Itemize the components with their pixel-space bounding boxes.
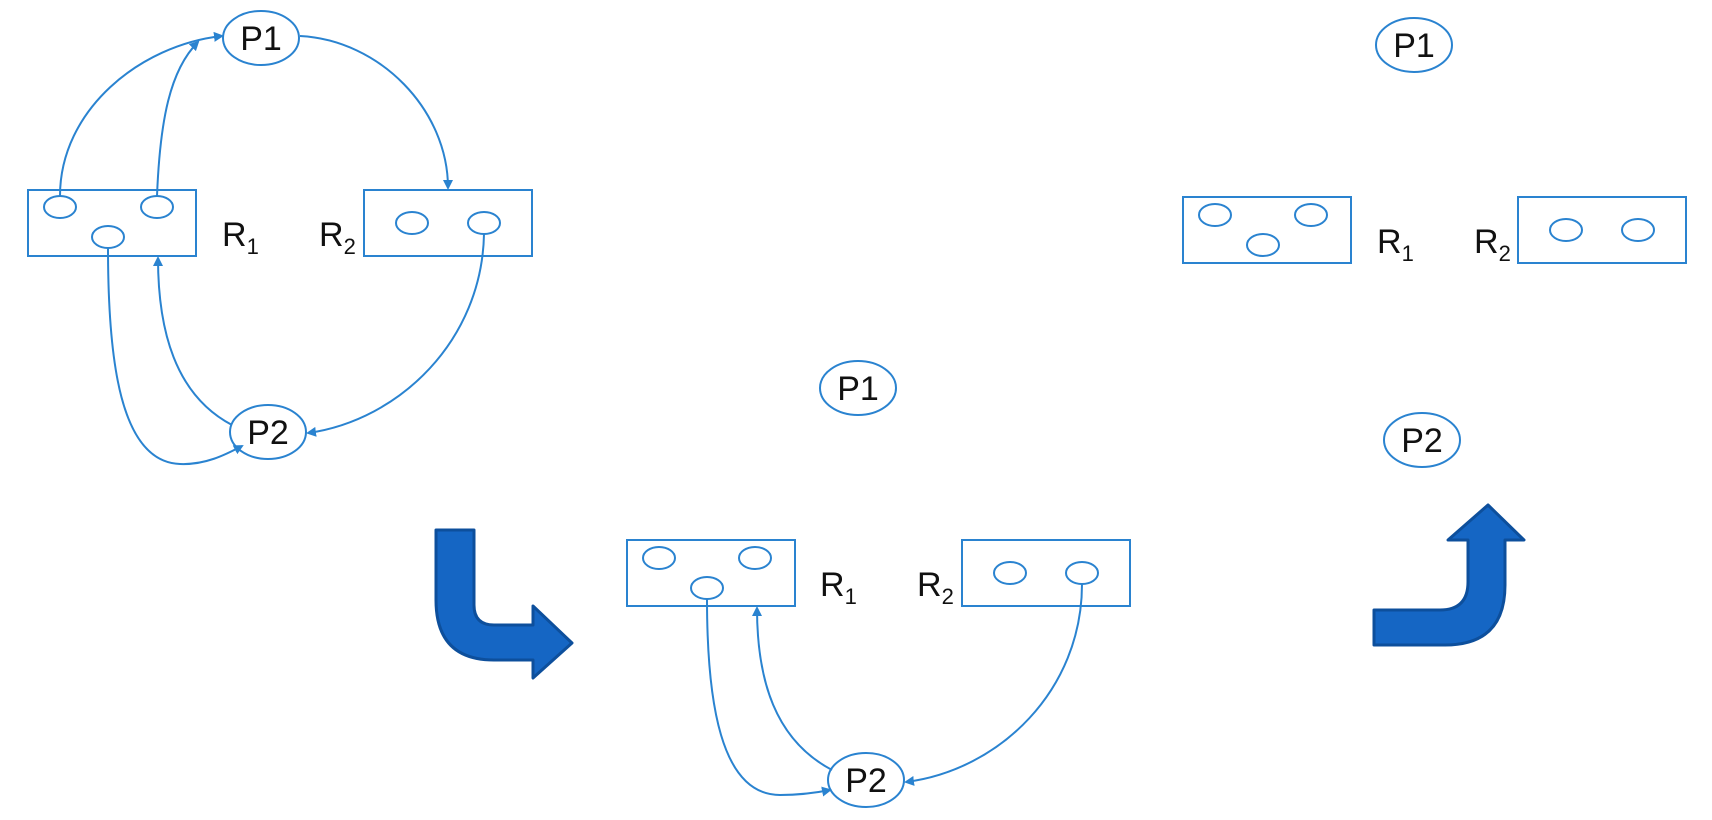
stage-1-r2-instance	[395, 211, 429, 235]
stage-2-r2-instance	[993, 561, 1027, 585]
stage-2-r1-instance	[690, 576, 724, 600]
stage-2-edge-r1-to-p2	[706, 598, 832, 797]
stage-3-resource-r2	[1517, 196, 1687, 264]
stage-2-p1-label: P1	[837, 370, 879, 408]
stage-1-process-p1: P1	[222, 10, 300, 66]
stage-1-r2-instance	[467, 211, 501, 235]
stage-3-r2-instance	[1621, 218, 1655, 242]
stage-3-r1-label: R1	[1377, 223, 1414, 266]
stage-3-r2-instance	[1549, 218, 1583, 242]
stage-2-resource-r2	[961, 539, 1131, 607]
stage-1-r1-instance	[91, 225, 125, 249]
stage-1-edge-r1-to-p1	[156, 40, 200, 197]
stage-1-r1-instance	[140, 195, 174, 219]
stage-2-resource-r1	[626, 539, 796, 607]
stage-1-edge-p2-to-r1	[153, 256, 233, 426]
stage-3-r1-instance	[1246, 233, 1280, 257]
stage-3-process-p1: P1	[1375, 17, 1453, 73]
curved-arrow-right-up-icon	[1372, 503, 1526, 647]
stage-2-r2-label: R2	[917, 566, 954, 609]
stage-1-r1-instance	[43, 195, 77, 219]
stage-1-p1-label: P1	[240, 20, 282, 58]
curved-arrow-down-right-icon	[434, 528, 574, 680]
stage-2-process-p1: P1	[819, 360, 897, 416]
stage-3-r1-instance	[1198, 203, 1232, 227]
stage-2-edge-p2-to-r1	[752, 606, 833, 771]
stage-1-p2-label: P2	[247, 414, 289, 452]
stage-2-edge-r2-to-p2	[904, 583, 1083, 786]
stage-1: P1 P2 R1 R2	[27, 10, 533, 466]
stage-3: P1 P2 R1 R2	[1182, 17, 1687, 468]
stage-1-edge-r1-to-p1	[59, 31, 224, 197]
stage-3-r2-label: R2	[1474, 223, 1511, 266]
stage-3-r1-instance	[1294, 203, 1328, 227]
stage-1-process-p2: P2	[229, 404, 307, 460]
stage-2-r2-instance	[1065, 561, 1099, 585]
stage-2-p2-label: P2	[845, 762, 887, 800]
stage-3-process-p2: P2	[1383, 412, 1461, 468]
stage-1-resource-r2	[363, 189, 533, 257]
stage-3-p2-label: P2	[1401, 422, 1443, 460]
stage-1-edge-r1-to-p2	[107, 247, 244, 466]
stage-1-resource-r1	[27, 189, 197, 257]
stage-1-r2-label: R2	[319, 216, 356, 259]
stage-2-r1-instance	[738, 546, 772, 570]
stage-1-r1-label: R1	[222, 216, 259, 259]
stage-3-resource-r1	[1182, 196, 1352, 264]
stage-1-edge-r2-to-p2	[306, 233, 485, 437]
stage-3-p1-label: P1	[1393, 27, 1435, 65]
stage-2-r1-label: R1	[820, 566, 857, 609]
stage-2: P1 P2 R1 R2	[626, 360, 1131, 808]
stage-2-r1-instance	[642, 546, 676, 570]
stage-2-process-p2: P2	[827, 752, 905, 808]
stage-1-edge-p1-to-r2	[299, 35, 453, 190]
